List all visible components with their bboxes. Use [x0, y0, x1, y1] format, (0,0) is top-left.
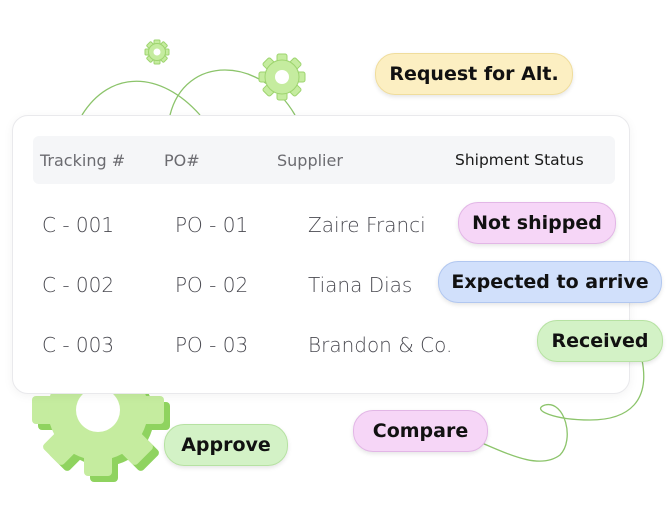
gear-icon — [144, 39, 170, 65]
tracking-cell: C - 001 — [42, 213, 115, 237]
po-cell: PO - 01 — [175, 213, 249, 237]
approve-button[interactable]: Approve — [164, 424, 288, 466]
po-cell: PO - 03 — [175, 333, 249, 357]
status-badge: Not shipped — [458, 202, 616, 244]
gear-icon — [258, 53, 306, 101]
column-header-supplier: Supplier — [277, 151, 343, 170]
shipment-table-card: Tracking # PO# Supplier Shipment Status … — [12, 115, 630, 394]
tracking-cell: C - 002 — [42, 273, 115, 297]
supplier-cell: Zaire Franci — [308, 213, 426, 237]
column-header-tracking: Tracking # — [40, 151, 126, 170]
request-alt-tag[interactable]: Request for Alt. — [375, 53, 573, 95]
po-cell: PO - 02 — [175, 273, 249, 297]
column-header-po: PO# — [164, 151, 200, 170]
supplier-cell: Brandon & Co. — [308, 333, 453, 357]
status-badge: Received — [537, 320, 663, 362]
compare-button[interactable]: Compare — [353, 410, 488, 452]
column-header-status: Shipment Status — [455, 151, 584, 169]
supplier-cell: Tiana Dias — [308, 273, 413, 297]
tracking-cell: C - 003 — [42, 333, 115, 357]
table-header: Tracking # PO# Supplier Shipment Status — [33, 136, 615, 184]
status-badge: Expected to arrive — [438, 261, 662, 303]
